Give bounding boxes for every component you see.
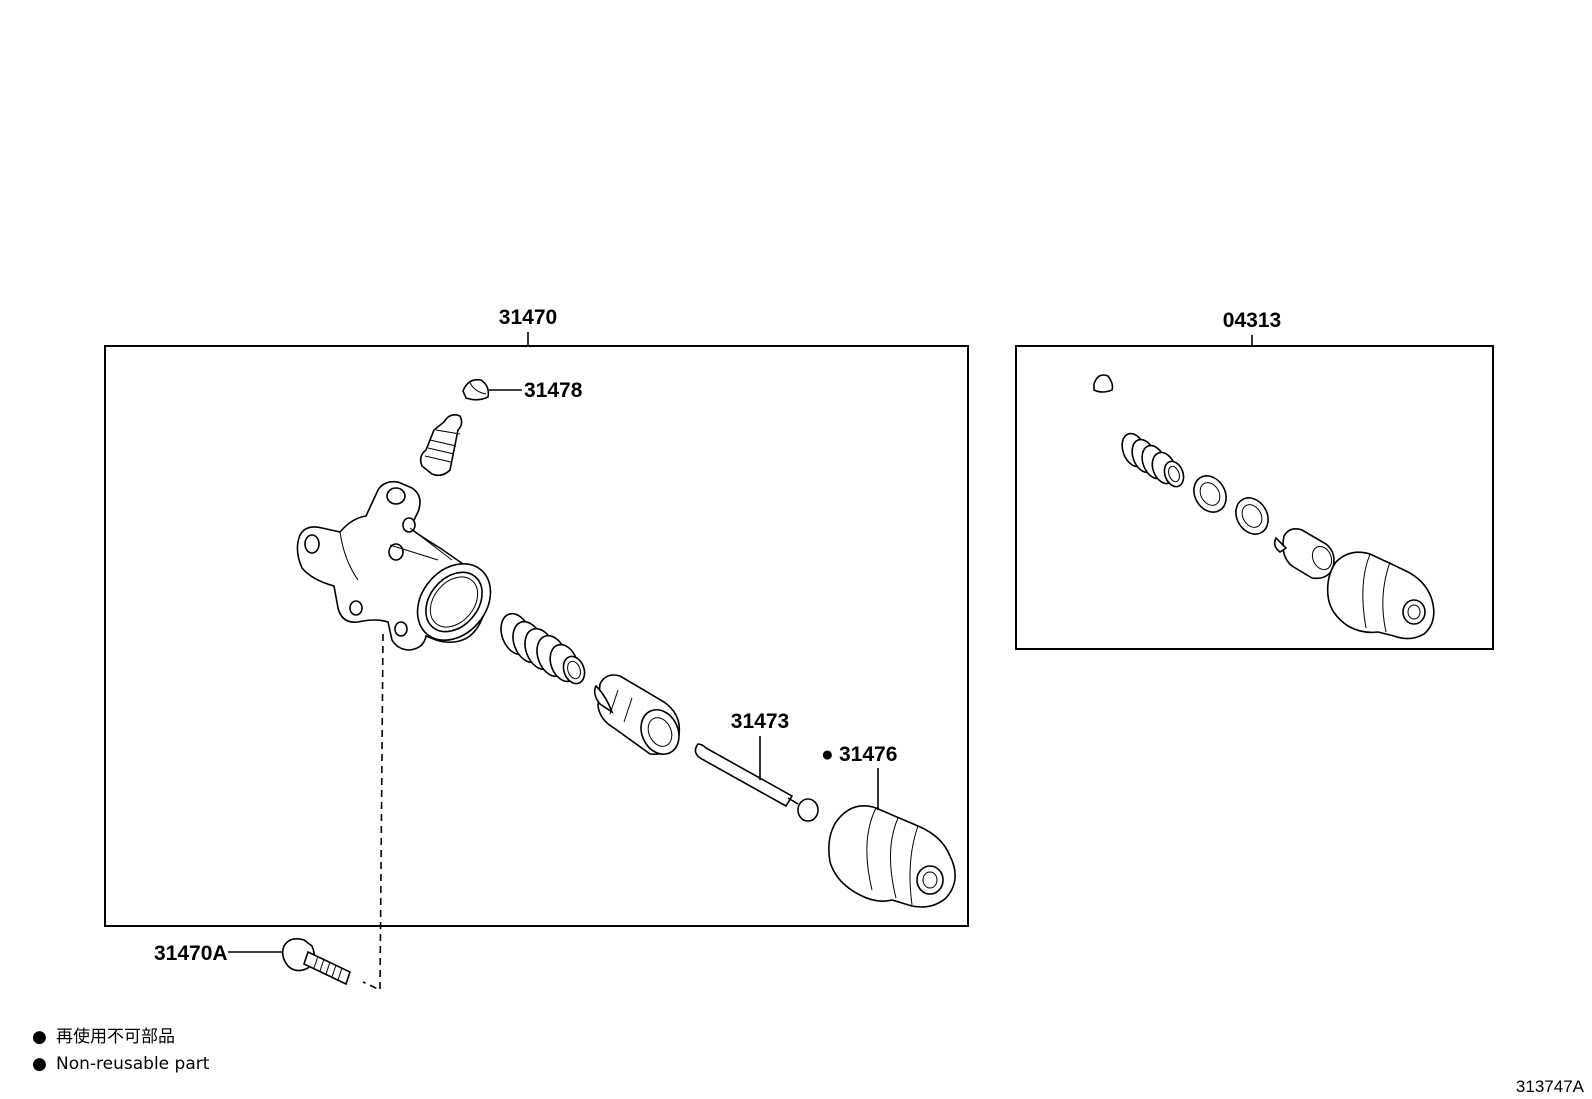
group-frame-31470 xyxy=(104,345,969,927)
callout-31470A: 31470A xyxy=(154,942,228,965)
kit-boot xyxy=(1326,551,1435,640)
cylinder-body xyxy=(296,480,492,651)
kit-cap xyxy=(1093,374,1114,393)
kit-spring xyxy=(1121,432,1185,488)
bolt-centerline xyxy=(362,633,384,992)
legend-bullet-en: ● xyxy=(32,1054,47,1074)
kit-piston xyxy=(1273,528,1335,580)
callout-31476: 31476 xyxy=(839,743,897,766)
legend: ● 再使用不可部品 ● Non-reusable part xyxy=(32,1026,210,1074)
non-reusable-mark-31476: ● xyxy=(821,743,834,766)
boot xyxy=(828,805,956,908)
group-label-04313: 04313 xyxy=(1223,309,1281,332)
push-rod xyxy=(694,743,819,822)
callout-31478: 31478 xyxy=(524,379,583,402)
legend-bullet-ja: ● xyxy=(32,1027,47,1047)
group-frame-04313 xyxy=(1015,345,1494,650)
group-label-31470: 31470 xyxy=(499,306,557,329)
kit-cup-1 xyxy=(1193,475,1227,513)
kit-cup-2 xyxy=(1235,497,1269,535)
legend-text-en: Non-reusable part xyxy=(56,1054,210,1074)
group-31470: 31470 xyxy=(104,306,969,927)
callout-31473: 31473 xyxy=(731,710,789,733)
figure-reference: 313747A xyxy=(1516,1077,1585,1096)
spring xyxy=(500,612,586,685)
mounting-bolt xyxy=(281,938,351,986)
piston xyxy=(593,674,681,756)
legend-text-ja: 再使用不可部品 xyxy=(56,1026,175,1047)
bleeder-cap xyxy=(462,378,490,401)
group-04313: 04313 xyxy=(1015,309,1494,650)
bleeder-screw xyxy=(419,414,463,477)
